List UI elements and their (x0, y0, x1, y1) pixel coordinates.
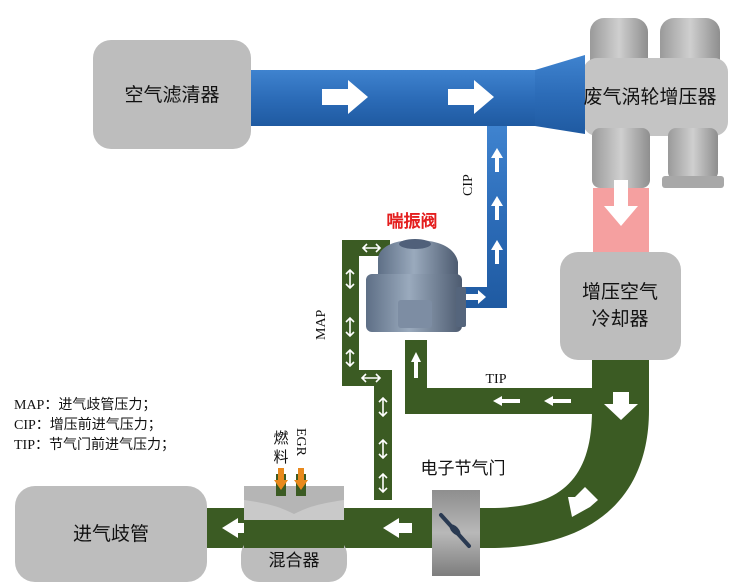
surge-valve (366, 239, 466, 332)
fuel-arrow (274, 468, 288, 490)
air-filter (93, 40, 251, 149)
intercooler-label-2: 冷却器 (591, 308, 648, 330)
turbocharger-label: 废气涡轮增压器 (583, 86, 716, 108)
hot-charge-arrow (604, 180, 638, 226)
mixer-label: 混合器 (269, 551, 320, 571)
legend-item-tip: TIP：节气门前进气压力； (14, 436, 175, 453)
legend: MAP：进气歧管压力； CIP：增压前进气压力； TIP：节气门前进气压力； (14, 397, 175, 453)
fuel-label-1: 燃 (273, 429, 288, 447)
tip-label: TIP (486, 372, 507, 387)
intake-manifold (15, 486, 207, 582)
egr-arrow (294, 468, 308, 490)
cip-label: CIP (461, 174, 476, 196)
throttle-label: 电子节气门 (421, 459, 506, 479)
legend-item-map: MAP：进气歧管压力； (14, 397, 156, 413)
fuel-label-2: 料 (273, 448, 288, 466)
air-filter-label: 空气滤清器 (124, 84, 219, 106)
intercooler-label-1: 增压空气 (582, 281, 658, 303)
throttle (432, 490, 480, 576)
map-line (342, 240, 392, 500)
intake-manifold-label: 进气歧管 (73, 523, 149, 545)
intercooler (560, 252, 681, 360)
turbocharger (583, 18, 728, 188)
map-label: MAP (314, 309, 329, 340)
egr-label: EGR (293, 428, 308, 457)
mixer (241, 486, 347, 582)
cold-air-pipe (240, 55, 585, 308)
legend-item-cip: CIP：增压前进气压力； (14, 416, 162, 433)
surge-valve-label: 喘振阀 (387, 211, 438, 232)
